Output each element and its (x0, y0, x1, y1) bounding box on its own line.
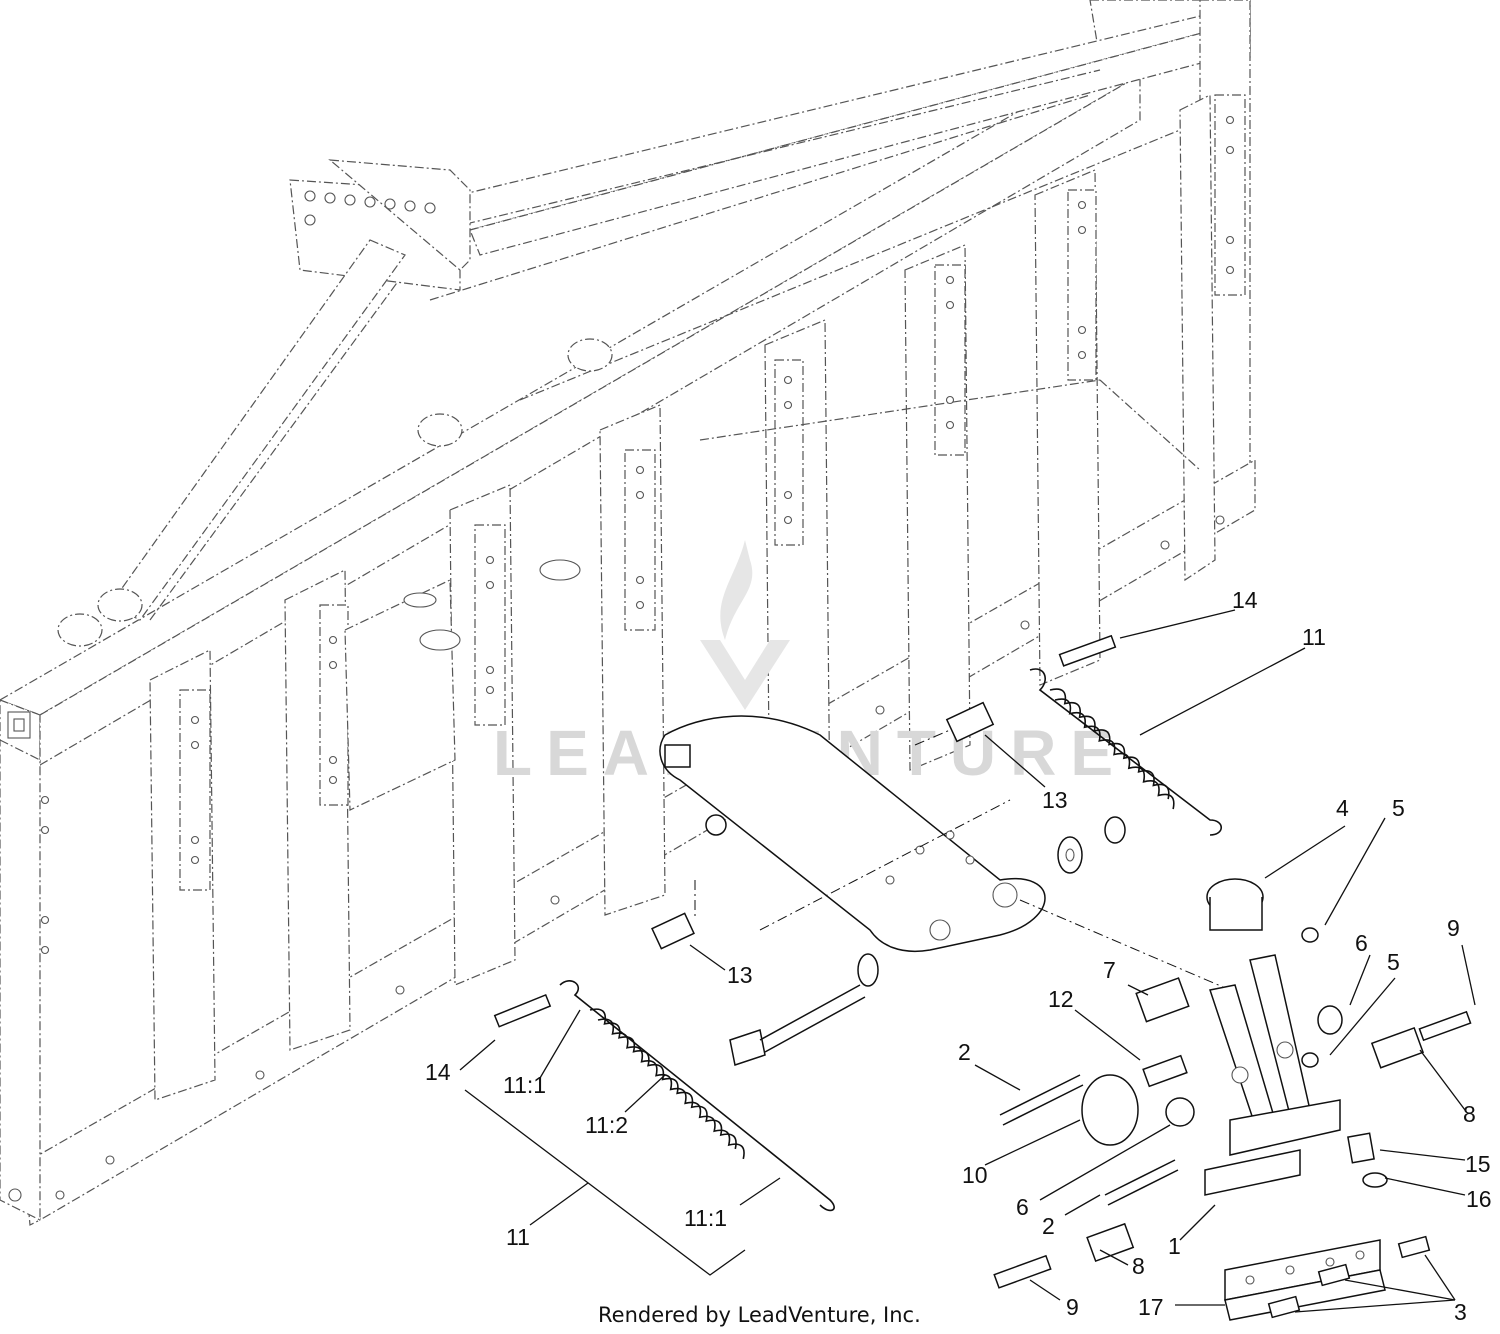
footer-credit: Rendered by LeadVenture, Inc. (598, 1303, 921, 1327)
callout-6-upper: 6 (1355, 930, 1368, 956)
callout-9-right: 9 (1447, 915, 1460, 941)
callout-11-1-upper: 11:1 (503, 1072, 546, 1098)
callout-2-lower: 2 (1042, 1213, 1055, 1239)
callout-13-lower: 13 (727, 962, 753, 988)
callout-11-1-lower: 11:1 (684, 1205, 727, 1231)
rocker-arm (659, 715, 1046, 952)
spring-upper (1029, 668, 1223, 836)
callout-11-upper: 11 (1302, 624, 1326, 650)
exploded-hardware (493, 634, 1472, 1321)
spring-lower (559, 980, 835, 1212)
lever-assembly (1204, 878, 1341, 1196)
callout-8-right: 8 (1463, 1101, 1476, 1127)
callout-16: 16 (1466, 1186, 1492, 1212)
callout-11-lower: 11 (506, 1224, 530, 1250)
callout-6-lower: 6 (1016, 1194, 1029, 1220)
callout-2-upper: 2 (958, 1039, 971, 1065)
callout-4: 4 (1336, 795, 1349, 821)
callout-11-2: 11:2 (585, 1112, 628, 1138)
callout-5-lower: 5 (1387, 949, 1400, 975)
callout-1: 1 (1168, 1233, 1181, 1259)
callout-8-lower: 8 (1132, 1253, 1145, 1279)
callout-3: 3 (1454, 1299, 1467, 1325)
callout-15: 15 (1465, 1151, 1491, 1177)
callout-12: 12 (1048, 986, 1074, 1012)
callout-5-upper: 5 (1392, 795, 1405, 821)
callout-17: 17 (1138, 1294, 1164, 1320)
base-block (1224, 1239, 1386, 1321)
leader-lines (459, 609, 1476, 1313)
callout-14-lower: 14 (425, 1059, 451, 1085)
callout-9-lower: 9 (1066, 1294, 1079, 1320)
callout-13-upper: 13 (1042, 787, 1068, 813)
callout-14-upper: 14 (1232, 587, 1258, 613)
callout-10: 10 (962, 1162, 988, 1188)
callout-labels: 14 11 13 4 5 9 6 5 7 12 2 8 15 10 16 6 2… (425, 587, 1492, 1325)
boom-frame (0, 0, 1256, 1226)
callout-7: 7 (1103, 957, 1116, 983)
